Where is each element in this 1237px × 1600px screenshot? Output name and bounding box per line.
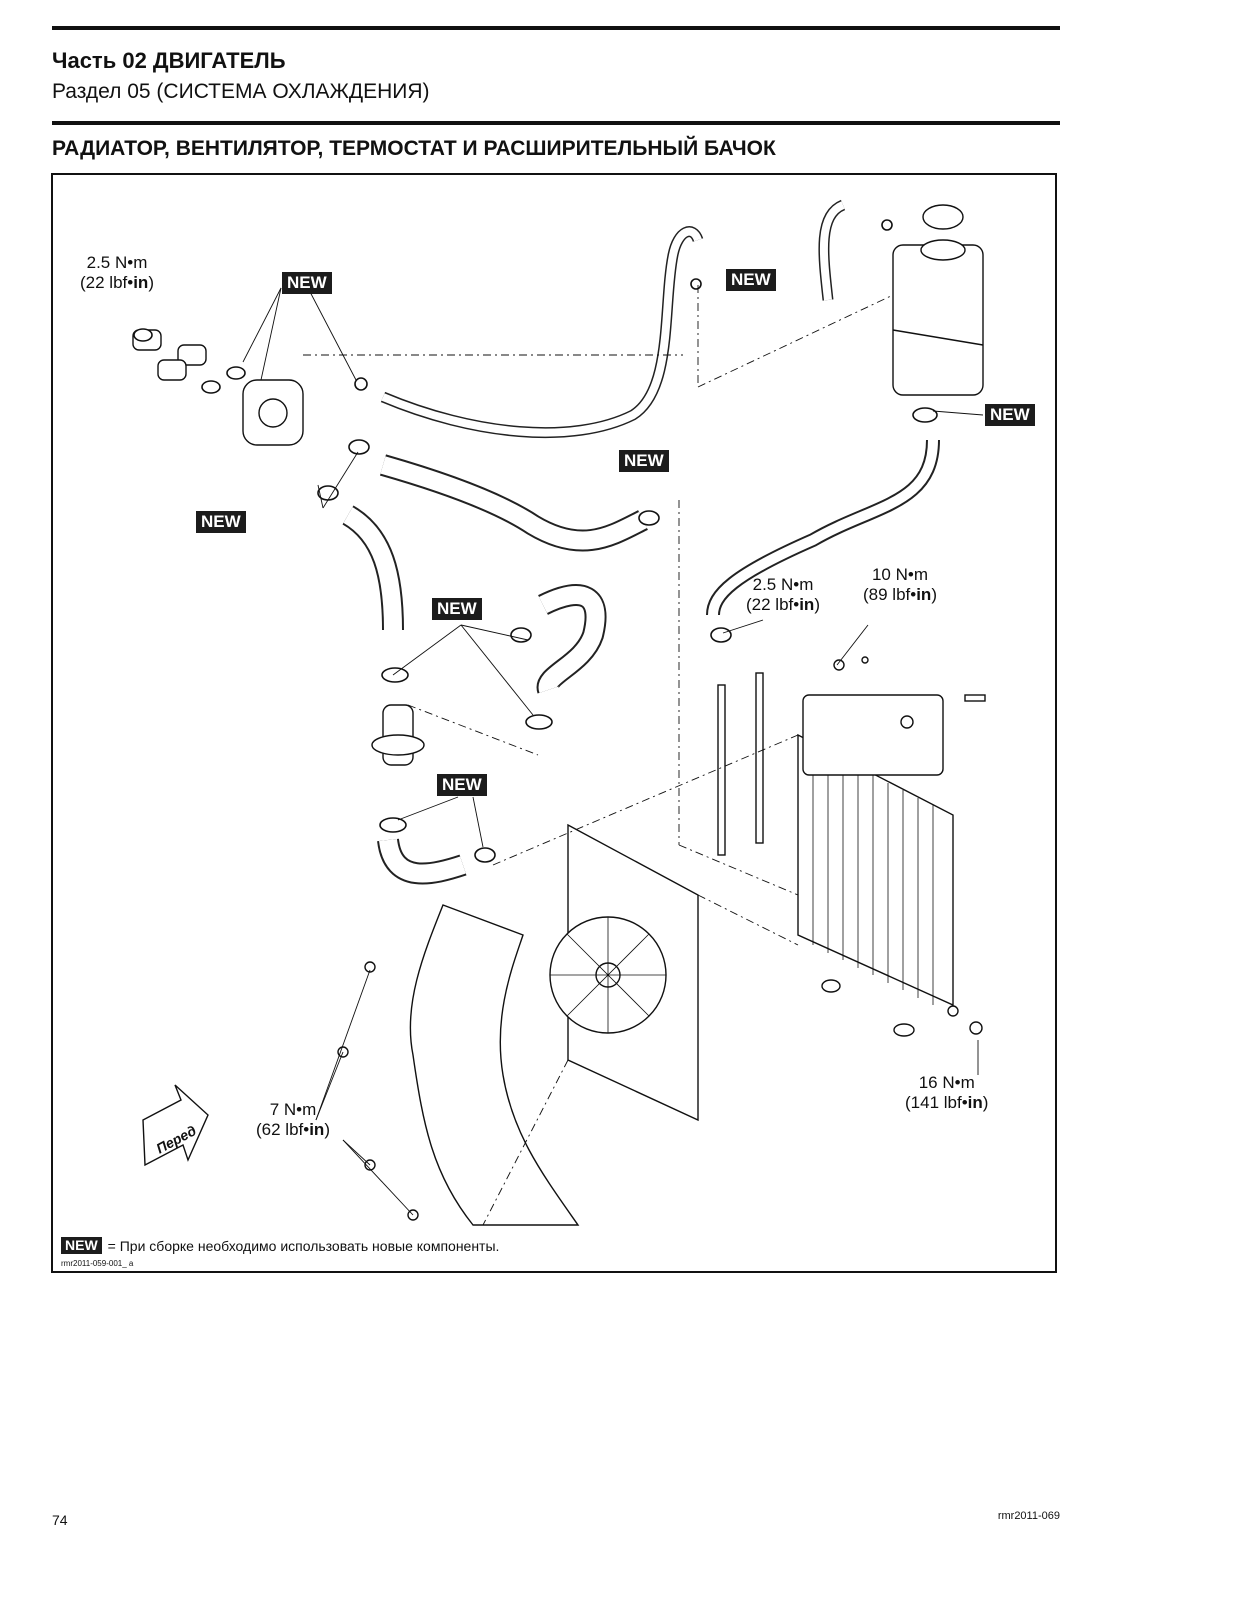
header-rule-top bbox=[52, 26, 1060, 30]
torque-radiator-nut: 10 N•m (89 lbf•in) bbox=[863, 565, 937, 604]
new-tag: NEW bbox=[282, 272, 332, 294]
torque-clamp-right: 2.5 N•m (22 lbf•in) bbox=[746, 575, 820, 614]
page-number: 74 bbox=[52, 1512, 68, 1528]
new-tag: NEW bbox=[196, 511, 246, 533]
legend-new-tag: NEW bbox=[61, 1237, 102, 1254]
new-tag: NEW bbox=[432, 598, 482, 620]
seal-strip bbox=[755, 672, 764, 844]
expansion-reservoir bbox=[892, 244, 984, 396]
air-deflector bbox=[409, 904, 580, 1226]
page-heading: РАДИАТОР, ВЕНТИЛЯТОР, ТЕРМОСТАТ И РАСШИР… bbox=[52, 137, 776, 160]
section-title: Раздел 05 (СИСТЕМА ОХЛАЖДЕНИЯ) bbox=[52, 80, 430, 103]
exploded-diagram-figure: Перед NEW NEW NEW NEW NEW NEW NEW 2.5 N•… bbox=[51, 173, 1057, 1273]
front-arrow bbox=[142, 1084, 209, 1167]
legend-text: = При сборке необходимо использовать нов… bbox=[107, 1237, 500, 1254]
new-tag: NEW bbox=[726, 269, 776, 291]
torque-clamp-top-left: 2.5 N•m (22 lbf•in) bbox=[80, 253, 154, 292]
figure-id: rmr2011-059-001_ a bbox=[61, 1259, 134, 1268]
new-tag: NEW bbox=[619, 450, 669, 472]
new-tag: NEW bbox=[985, 404, 1035, 426]
part-title: Часть 02 ДВИГАТЕЛЬ bbox=[52, 48, 286, 73]
exploded-diagram-drawing: Перед bbox=[132, 199, 986, 1226]
torque-fan-bolts: 7 N•m (62 lbf•in) bbox=[256, 1100, 330, 1139]
radiator bbox=[797, 733, 954, 1007]
document-id: rmr2011-069 bbox=[997, 1510, 1060, 1522]
figure-legend: NEW = При сборке необходимо использовать… bbox=[61, 1237, 499, 1254]
header-rule-bottom bbox=[52, 121, 1060, 125]
new-tag: NEW bbox=[437, 774, 487, 796]
seal-strip bbox=[717, 684, 726, 856]
reservoir-cap bbox=[922, 204, 964, 230]
torque-drain-plug: 16 N•m (141 lbf•in) bbox=[905, 1073, 989, 1112]
